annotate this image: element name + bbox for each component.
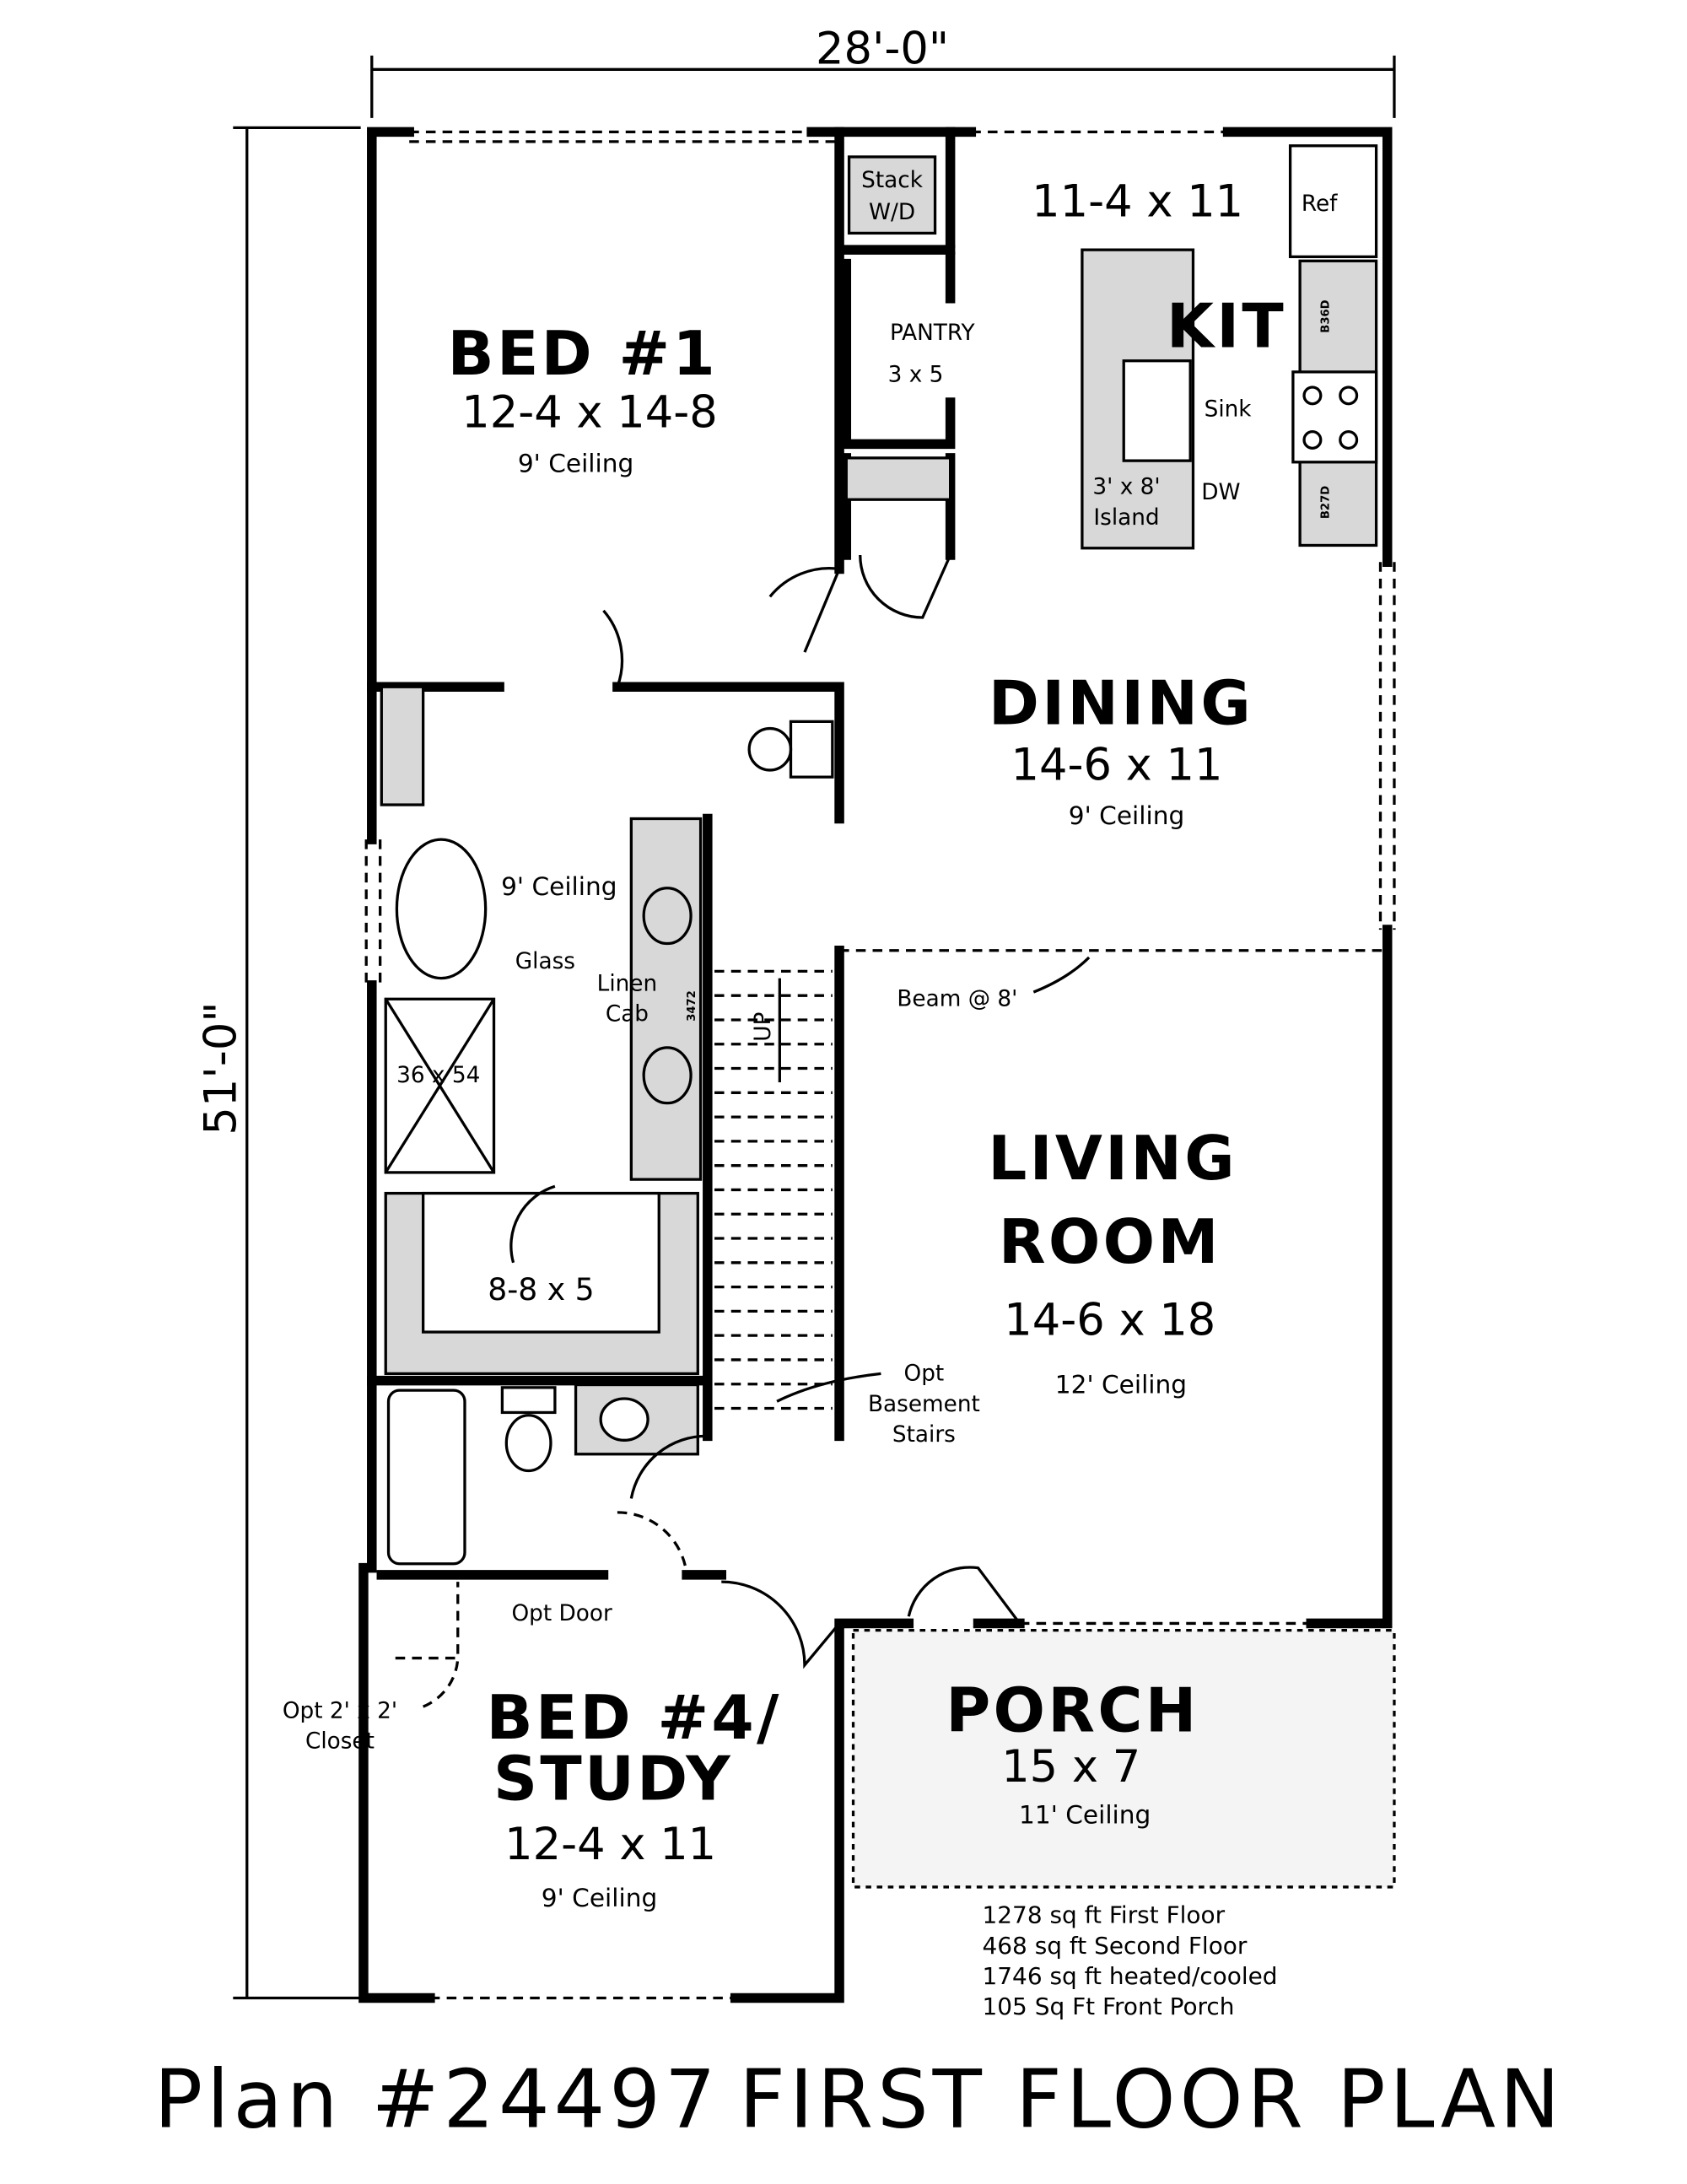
plan-label: PANTRY [890,321,975,346]
plan-label: 12-4 x 11 [504,1819,716,1870]
plan-label: KIT [1167,291,1286,362]
plan-label: PORCH [946,1676,1199,1747]
plan-label: 3 x 5 [888,362,944,387]
stack-wd [847,155,937,235]
plan-label: ROOM [999,1207,1221,1278]
plan-label: 9' Ceiling [542,1884,657,1912]
plan-label: Sink [1205,397,1253,423]
stairs: (function(){ var s=document.currentScrip… [714,969,833,1410]
plan-label: Island [1093,505,1159,531]
plan-label: Stack [861,168,924,193]
doors [395,554,1021,1708]
room-kitchen: 11-4 x 11 KIT Ref Sink DW 3' x 8' Island [1032,176,1338,531]
plan-label: 9' Ceiling [501,872,617,901]
bath-fixtures [384,720,834,1566]
plan-label: Stairs [892,1422,956,1448]
plan-label: 8-8 x 5 [488,1271,595,1308]
sink [1122,359,1192,462]
width-dimension: 28'-0" [370,24,1396,118]
plan-label: Opt Door [511,1601,612,1626]
plan-label: 11-4 x 11 [1032,176,1243,228]
plan-label: Cab [606,1002,649,1027]
room-pantry: PANTRY 3 x 5 [888,321,976,387]
plan-label: 14-6 x 18 [1004,1294,1215,1345]
plan-label: Ref [1302,191,1338,217]
plan-label: 36 x 54 [396,1063,480,1088]
area-summary: 1278 sq ft First Floor 468 sq ft Second … [982,1901,1277,2021]
hall-tub [386,1389,466,1566]
plan-label: 1746 sq ft heated/cooled [982,1962,1277,1990]
plan-label: B27D [1320,486,1333,519]
plan-label: 11' Ceiling [1019,1800,1151,1829]
plan-label: BED #4/ [487,1683,782,1754]
plan-label: 3472 [686,990,698,1022]
plan-label: Opt [904,1362,945,1387]
plan-label: FIRST FLOOR PLAN [739,2052,1564,2146]
tub [395,838,488,980]
plan-label: Opt 2' x 2' [283,1698,397,1723]
plan-label: UP [751,1012,776,1042]
plan-label: Plan #24497 [154,2052,720,2146]
room-living: Beam @ 8' LIVING ROOM 14-6 x 18 12' Ceil… [776,956,1237,1448]
plan-label: 15 x 7 [1001,1741,1140,1793]
plan-label: 9' Ceiling [1069,801,1184,830]
plan-label: 51'-0" [196,1001,247,1135]
plan-label: Linen [597,971,657,996]
depth-dimension: 51'-0" [196,126,361,2000]
plan-label: 12' Ceiling [1055,1370,1187,1399]
plan-label: Closet [305,1728,375,1754]
room-dining: DINING 14-6 x 11 9' Ceiling [989,669,1253,830]
interior-walls [367,127,1388,1580]
exterior-walls [358,127,1396,2003]
plan-label: B36D [1320,299,1333,332]
range [1291,370,1378,464]
plan-label: Basement [868,1392,980,1417]
room-master-bath: 9' Ceiling Glass 36 x 54 Linen Cab 3472 … [396,872,698,1308]
plan-label: DINING [989,669,1253,740]
plan-label: Beam @ 8' [897,987,1017,1012]
plan-label: STUDY [493,1744,733,1815]
room-porch: PORCH 15 x 7 11' Ceiling [946,1676,1199,1830]
plan-label: W/D [869,200,915,225]
plan-label: 105 Sq Ft Front Porch [982,1993,1234,2020]
refrigerator [1288,144,1378,259]
room-bed4: Opt Door Opt 2' x 2' Closet BED #4/ STUD… [283,1601,782,1912]
plan-label: LIVING [988,1124,1237,1194]
plan-title: Plan #24497 FIRST FLOOR PLAN [154,2052,1564,2146]
kitchen-fixtures: Stack W/D B36D B27D [847,144,1378,550]
plan-label: 14-6 x 11 [1011,739,1223,790]
plan-label: Glass [515,949,575,974]
plan-label: 12-4 x 14-8 [461,387,717,439]
shower [384,997,496,1174]
plan-label: 3' x 8' [1092,475,1160,500]
plan-label: 9' Ceiling [518,449,633,477]
plan-label: DW [1201,480,1240,505]
porch [851,1629,1396,1889]
plan-label: 1278 sq ft First Floor [982,1901,1225,1929]
plan-label: 28'-0" [816,24,949,75]
plan-label: 468 sq ft Second Floor [982,1932,1247,1960]
plan-label: BED #1 [448,319,719,390]
room-bed1: BED #1 12-4 x 14-8 9' Ceiling [448,319,719,477]
